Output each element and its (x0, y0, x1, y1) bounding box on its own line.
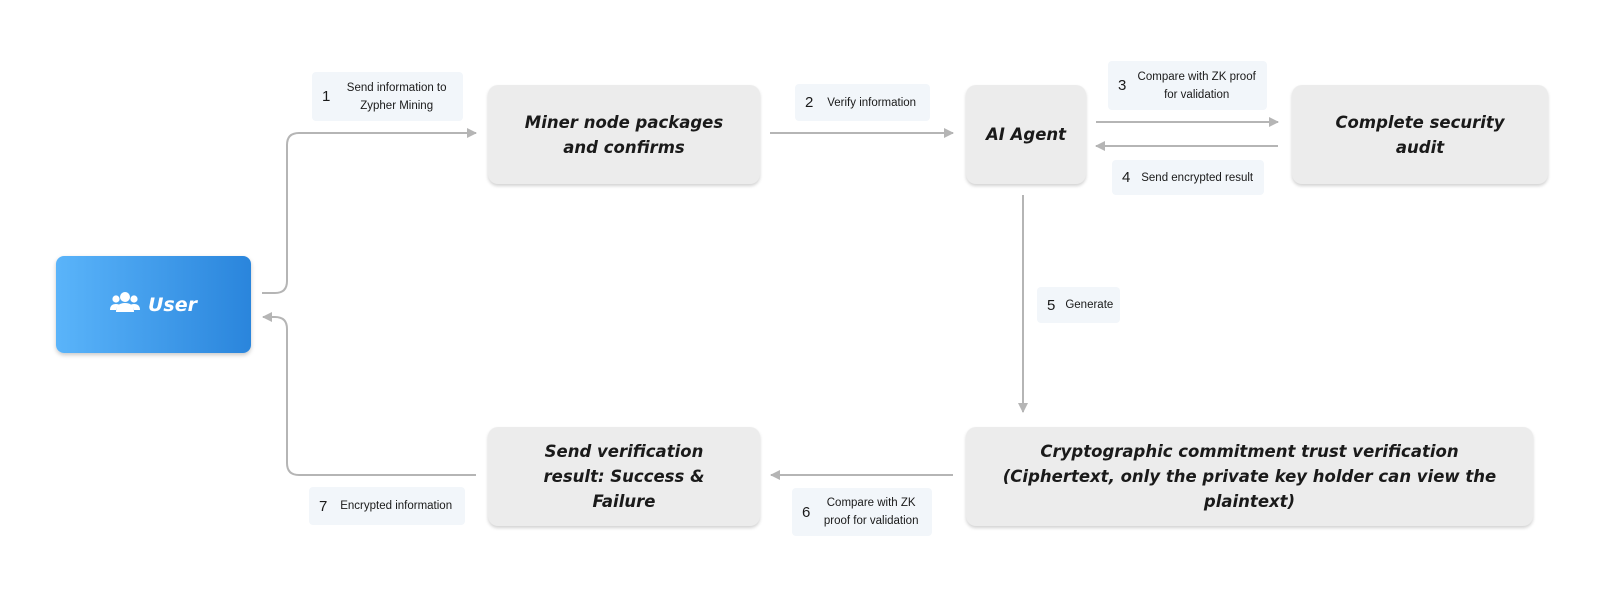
security-audit-node-label: Complete security audit (1335, 112, 1505, 157)
step-7-number: 7 (319, 497, 328, 515)
result-node-label: Send verification result: Success & Fail… (543, 442, 705, 511)
commitment-node: Cryptographic commitment trust verificat… (966, 427, 1533, 526)
security-audit-node: Complete security audit (1292, 85, 1548, 184)
step-4-text: Send encrypted result (1141, 171, 1254, 184)
step-2-label: 2 Verify information (795, 84, 930, 121)
step-6-label: 6 Compare with ZK proof for validation (792, 488, 932, 536)
step-5-label: 5 Generate (1037, 287, 1120, 323)
step-1-text: Send information to Zypher Mining (346, 81, 447, 112)
step-1-number: 1 (322, 88, 331, 105)
step-4-label: 4 Send encrypted result (1112, 160, 1264, 195)
miner-node: Miner node packages and confirms (488, 85, 760, 184)
result-node: Send verification result: Success & Fail… (488, 427, 760, 526)
step-3-number: 3 (1118, 77, 1127, 94)
user-node-label: User (148, 293, 197, 316)
users-icon (110, 291, 140, 318)
step-6-text: Compare with ZK proof for validation (823, 497, 919, 527)
commitment-node-label: Cryptographic commitment trust verificat… (1002, 442, 1497, 511)
step-3-text: Compare with ZK proof for validation (1137, 70, 1256, 101)
arrow-user-to-miner (262, 128, 477, 294)
arrow-result-to-user (262, 312, 476, 476)
step-2-text: Verify information (827, 96, 917, 109)
ai-agent-node: AI Agent (966, 85, 1086, 184)
step-7-text: Encrypted information (340, 500, 453, 512)
step-5-text: Generate (1065, 299, 1114, 311)
step-3-label: 3 Compare with ZK proof for validation (1108, 61, 1267, 110)
step-4-number: 4 (1122, 169, 1131, 186)
user-node: User (56, 256, 251, 353)
step-6-number: 6 (802, 503, 811, 521)
step-1-label: 1 Send information to Zypher Mining (312, 72, 463, 121)
step-2-number: 2 (805, 94, 814, 111)
ai-agent-node-label: AI Agent (985, 125, 1067, 144)
step-7-label: 7 Encrypted information (309, 487, 465, 525)
step-5-number: 5 (1047, 296, 1056, 314)
miner-node-label: Miner node packages and confirms (524, 112, 724, 157)
